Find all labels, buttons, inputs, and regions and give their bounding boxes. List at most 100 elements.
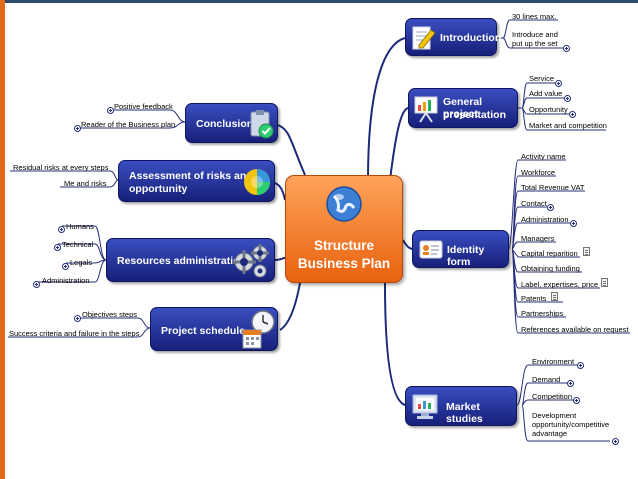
identity-form-node[interactable]: Identity form bbox=[412, 230, 509, 268]
introduction-label: Introduction bbox=[440, 32, 502, 44]
leaf-development-line3: advantage bbox=[532, 429, 568, 438]
leaf-line-gp-2 bbox=[521, 97, 564, 109]
expand-toggle-icon[interactable] bbox=[62, 263, 69, 270]
expand-toggle-icon[interactable] bbox=[74, 315, 81, 322]
general-presentation-line2: presentation bbox=[443, 109, 507, 121]
link-identity-form bbox=[402, 239, 413, 250]
leaf-me-and-risks: Me and risks bbox=[64, 179, 107, 188]
link-resources bbox=[274, 257, 286, 261]
pie-chart-icon bbox=[244, 169, 270, 195]
leaf-partnerships: Partnerships bbox=[521, 309, 564, 318]
leaf-contact: Contact bbox=[521, 199, 547, 208]
leaf-line-id-7 bbox=[511, 248, 580, 258]
leaf-line-sched-2 bbox=[8, 327, 151, 338]
note-icon[interactable] bbox=[583, 247, 590, 256]
leaf-market-competition: Market and competition bbox=[529, 121, 607, 130]
leaf-line-gp-4 bbox=[521, 107, 606, 131]
conclusion-node[interactable]: Conclusion bbox=[185, 103, 278, 143]
link-schedule bbox=[279, 282, 301, 331]
market-studies-label: Market studies bbox=[446, 401, 483, 425]
leaf-line-risk-1 bbox=[10, 170, 119, 181]
leaf-label-expertises-price: Label, expertises, price bbox=[521, 280, 599, 289]
expand-toggle-icon[interactable] bbox=[58, 226, 65, 233]
leaf-administration-res: Administration bbox=[42, 276, 90, 285]
id-card-icon bbox=[419, 240, 443, 259]
leaf-introduce-line1: Introduce and bbox=[512, 30, 558, 39]
expand-toggle-icon[interactable] bbox=[33, 281, 40, 288]
leaf-line-conc-1 bbox=[112, 109, 186, 123]
conclusion-label: Conclusion bbox=[196, 118, 254, 130]
project-schedule-label: Project schedule bbox=[161, 325, 246, 337]
expand-toggle-icon[interactable] bbox=[577, 362, 584, 369]
assessment-line1: Assessment of risks and bbox=[129, 170, 253, 182]
globe-icon bbox=[326, 186, 362, 222]
leaf-development-line2: opportunity/competitive bbox=[532, 420, 610, 429]
leaf-activity-name: Activity name bbox=[521, 152, 566, 161]
leaf-demand: Demand bbox=[532, 375, 561, 384]
link-introduction bbox=[367, 37, 406, 181]
resources-node[interactable]: Resources administration bbox=[106, 238, 275, 282]
slide-top-bar bbox=[0, 0, 638, 3]
leaf-line-sched-1 bbox=[78, 317, 151, 329]
general-presentation-node[interactable]: General project presentation bbox=[408, 88, 518, 128]
leaf-line-res-4 bbox=[37, 259, 107, 283]
leaf-managers: Managers bbox=[521, 234, 555, 243]
expand-toggle-icon[interactable] bbox=[567, 380, 574, 387]
expand-toggle-icon[interactable] bbox=[564, 95, 571, 102]
leaf-development-line1: Development bbox=[532, 411, 577, 420]
leaf-obtaining-funding: Obtaining funding bbox=[521, 264, 580, 273]
expand-toggle-icon[interactable] bbox=[570, 220, 577, 227]
leaf-line-id-12 bbox=[511, 248, 630, 334]
link-conclusion bbox=[277, 124, 306, 176]
expand-toggle-icon[interactable] bbox=[54, 244, 61, 251]
identity-form-label: Identity form bbox=[447, 244, 485, 268]
introduction-node[interactable]: Introduction bbox=[405, 18, 501, 56]
market-studies-node[interactable]: Market studies bbox=[405, 386, 517, 426]
leaf-administration: Administration bbox=[521, 215, 569, 224]
resources-label: Resources administration bbox=[117, 255, 246, 267]
note-icon[interactable] bbox=[601, 278, 608, 287]
expand-toggle-icon[interactable] bbox=[563, 45, 570, 52]
leaf-line-id-1 bbox=[508, 159, 566, 250]
expand-toggle-icon[interactable] bbox=[569, 111, 576, 118]
expand-toggle-icon[interactable] bbox=[555, 80, 562, 87]
leaf-humans: Humans bbox=[66, 222, 94, 231]
leaf-introduce-line2: put up the set bbox=[512, 39, 558, 48]
assessment-node[interactable]: Assessment of risks and opportunity bbox=[118, 160, 275, 202]
leaf-references: References available on request bbox=[521, 325, 629, 334]
leaf-line-intro-2 bbox=[502, 37, 563, 49]
leaf-add-value: Add value bbox=[529, 89, 563, 98]
clipboard-check-icon bbox=[250, 110, 274, 139]
expand-toggle-icon[interactable] bbox=[74, 125, 81, 132]
central-topic-line1: Structure bbox=[313, 238, 374, 253]
monitor-chart-icon bbox=[412, 394, 438, 419]
leaf-line-risk-2 bbox=[60, 179, 119, 188]
expand-toggle-icon[interactable] bbox=[612, 438, 619, 445]
leaf-line-conc-2 bbox=[80, 121, 186, 129]
note-icon[interactable] bbox=[551, 292, 558, 301]
leaf-opportunity: Opportunity bbox=[529, 105, 568, 114]
leaf-capital-reparition: Capital reparition bbox=[521, 249, 578, 258]
leaf-success-criteria: Success criteria and failure in the step… bbox=[9, 329, 140, 338]
leaf-line-ms-1 bbox=[516, 364, 580, 406]
leaf-technical: Technical bbox=[62, 240, 94, 249]
leaf-patents: Patents bbox=[521, 294, 547, 303]
leaf-workforce: Workforce bbox=[521, 168, 556, 177]
project-schedule-node[interactable]: Project schedule bbox=[150, 307, 278, 351]
expand-toggle-icon[interactable] bbox=[547, 204, 554, 211]
clock-calendar-icon bbox=[242, 310, 275, 349]
document-pen-icon bbox=[412, 26, 436, 50]
leaf-legals: Legals bbox=[70, 258, 93, 267]
leaf-total-revenue: Total Revenue VAT bbox=[521, 183, 585, 192]
leaf-objectives-steps: Objectives steps bbox=[82, 310, 138, 319]
leaf-service: Service bbox=[529, 74, 555, 83]
assessment-line2: opportunity bbox=[129, 183, 188, 195]
expand-toggle-icon[interactable] bbox=[107, 107, 114, 114]
slide-left-bar bbox=[0, 0, 5, 479]
leaf-line-ms-3 bbox=[521, 399, 576, 406]
leaf-residual-risks: Residual risks at every steps bbox=[13, 163, 109, 172]
presentation-board-icon bbox=[414, 96, 438, 123]
central-topic-node[interactable]: Structure Business Plan bbox=[285, 175, 403, 283]
expand-toggle-icon[interactable] bbox=[573, 397, 580, 404]
